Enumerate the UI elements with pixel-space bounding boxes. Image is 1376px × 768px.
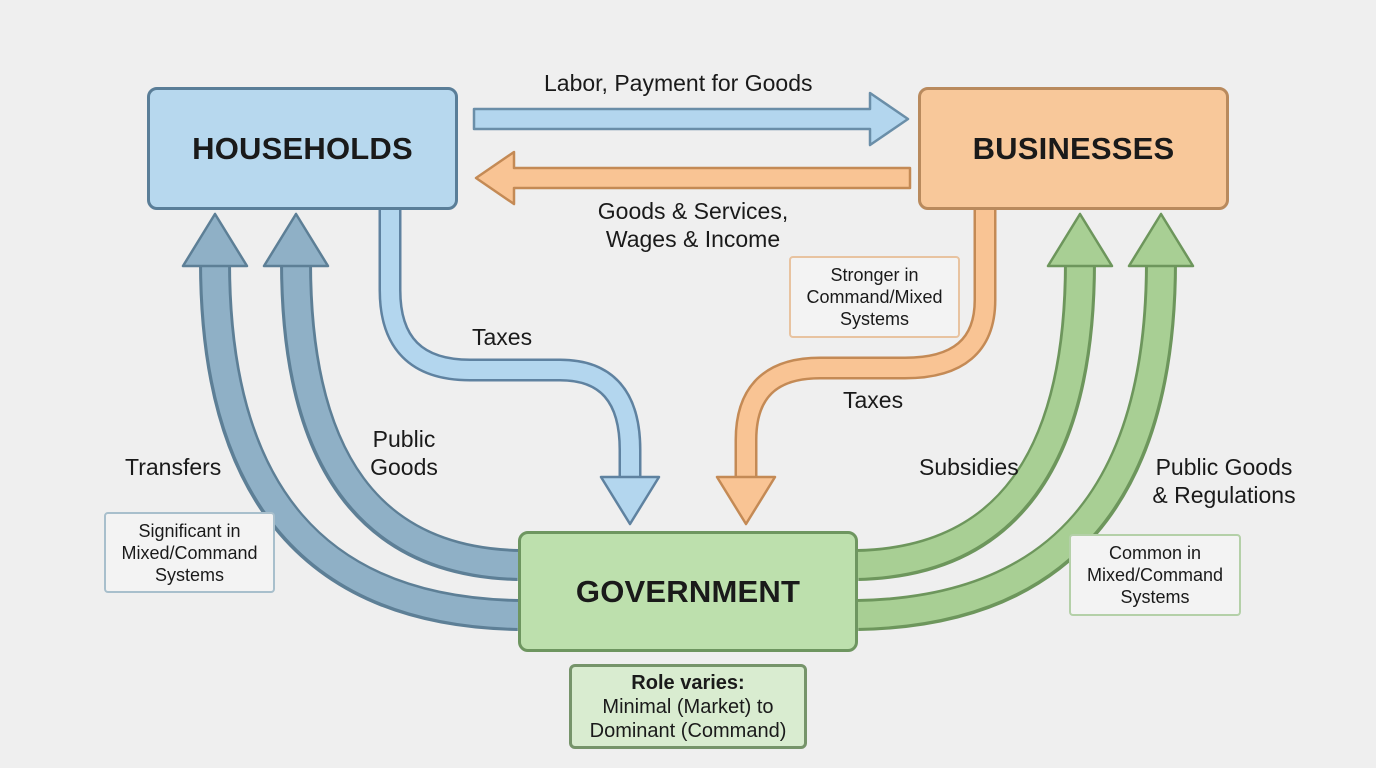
stronger-note-line-3: Systems [839,309,909,329]
subsidies-label: Subsidies [919,454,1019,480]
taxes-households-label: Taxes [472,324,533,350]
common-note-line-2: Mixed/Command [1086,565,1224,585]
transfers-note-line-2: Mixed/Command [121,542,258,563]
goods-services-arrow [474,150,912,206]
subsidies-arrow [855,212,1114,581]
households-box: HOUSEHOLDS [147,87,458,210]
taxes-households-arrow [378,208,661,526]
transfers-note-line-3: Systems [154,564,224,585]
transfers-arrow [181,212,521,631]
public-goods-arrow [262,212,521,581]
stronger-note-line-1: Stronger in [830,265,919,285]
transfers-label: Transfers [125,454,222,480]
labor-payment-label: Labor, Payment for Goods [544,70,813,96]
public-goods-regulations-label: Public Goods & Regulations [1143,453,1305,509]
public-goods-regulations-line-2: & Regulations [1152,482,1296,508]
government-box: GOVERNMENT [518,531,858,652]
common-note-line-3: Systems [1120,587,1190,607]
taxes-businesses-label: Taxes [843,387,904,413]
transfers-note-line-1: Significant in [138,520,241,541]
public-goods-regulations-line-1: Public Goods [1155,454,1293,480]
role-note-title: Role varies: [631,671,745,694]
public-goods-line-1: Public [372,426,436,452]
common-note: Common in Mixed/Command Systems [1069,534,1241,616]
businesses-box: BUSINESSES [918,87,1229,210]
public-goods-line-2: Goods [370,454,438,480]
public-goods-label: Public Goods [362,425,446,481]
stronger-note: Stronger in Command/Mixed Systems [789,256,960,338]
labor-payment-arrow [472,91,910,147]
role-note-line-2: Dominant (Command) [589,719,787,742]
stronger-note-line-2: Command/Mixed [806,287,943,307]
role-note-line-1: Minimal (Market) to [602,695,774,718]
taxes-businesses-arrow [715,208,997,526]
public-goods-regulations-arrow [855,212,1195,631]
goods-services-label: Goods & Services, Wages & Income [588,197,798,253]
transfers-note: Significant in Mixed/Command Systems [104,512,275,593]
government-role-note: Role varies: Minimal (Market) to Dominan… [569,664,807,749]
goods-services-line-2: Wages & Income [605,226,781,252]
common-note-line-1: Common in [1108,543,1202,563]
goods-services-line-1: Goods & Services, [597,198,789,224]
